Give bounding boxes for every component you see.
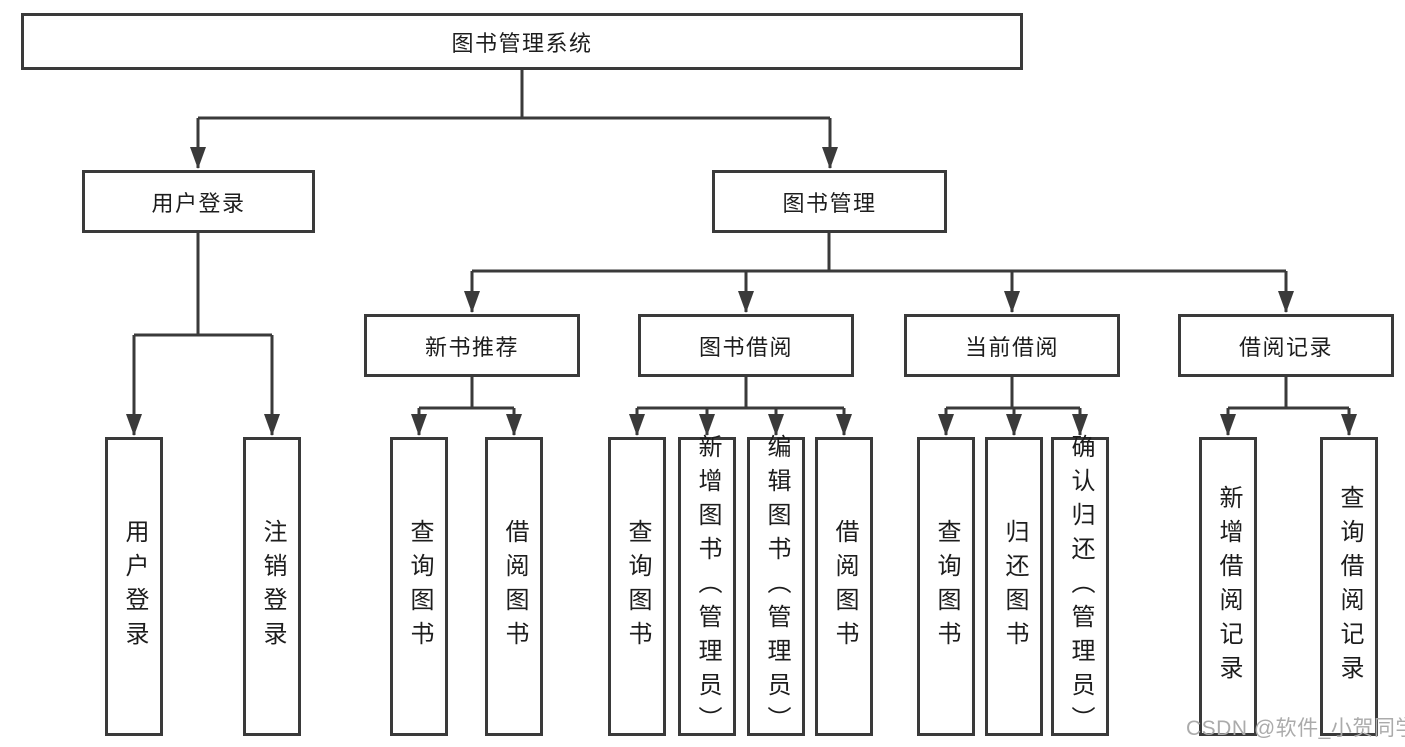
- leaf-borrow-books-2: 借阅图书: [815, 437, 873, 736]
- connector-book-borrowing-trunk: [637, 377, 844, 410]
- node-book-borrowing-label: 图书借阅: [698, 334, 793, 360]
- connector-new-book-recommend-trunk: [419, 377, 514, 410]
- node-borrowing-records: 借阅记录: [1178, 314, 1394, 377]
- leaf-borrow-books-2-label: 借阅图书: [831, 518, 858, 655]
- node-current-borrowing-label: 当前借阅: [964, 334, 1059, 360]
- node-book-borrowing: 图书借阅: [638, 314, 854, 377]
- node-book-management: 图书管理: [712, 170, 947, 233]
- node-user-login-label: 用户登录: [151, 190, 246, 216]
- leaf-add-borrow-record: 新增借阅记录: [1199, 437, 1257, 736]
- connector-book-management-trunk: [472, 233, 1286, 273]
- leaf-logout-label: 注销登录: [259, 518, 286, 655]
- leaf-add-books-admin: 新增图书（管理员）: [678, 434, 736, 740]
- leaf-edit-books-admin-label: 编辑图书（管理员）: [763, 433, 790, 740]
- leaf-query-books-2-label: 查询图书: [624, 518, 651, 655]
- connector-root-trunk: [198, 70, 830, 120]
- node-new-book-recommend: 新书推荐: [364, 314, 580, 377]
- leaf-edit-books-admin: 编辑图书（管理员）: [747, 434, 805, 740]
- leaf-confirm-return-admin-label: 确认归还（管理员）: [1067, 433, 1094, 740]
- leaf-query-books-3-label: 查询图书: [933, 518, 960, 655]
- connector-borrowing-records-trunk: [1228, 377, 1349, 410]
- leaf-query-borrow-record: 查询借阅记录: [1320, 437, 1378, 736]
- leaf-query-books-3: 查询图书: [917, 437, 975, 736]
- node-book-management-label: 图书管理: [782, 190, 877, 216]
- leaf-query-books-2: 查询图书: [608, 437, 666, 736]
- leaf-user-login-label: 用户登录: [121, 518, 148, 655]
- leaf-return-books: 归还图书: [985, 437, 1043, 736]
- node-current-borrowing: 当前借阅: [904, 314, 1120, 377]
- leaf-query-books-1: 查询图书: [390, 437, 448, 736]
- leaf-add-books-admin-label: 新增图书（管理员）: [694, 433, 721, 740]
- leaf-user-login: 用户登录: [105, 437, 163, 736]
- connector-current-borrowing-trunk: [946, 377, 1080, 410]
- connector-user-login-trunk: [134, 233, 272, 337]
- node-borrowing-records-label: 借阅记录: [1238, 334, 1333, 360]
- leaf-query-books-1-label: 查询图书: [406, 518, 433, 655]
- csdn-watermark: CSDN @软件_小贺同学: [1186, 717, 1405, 740]
- leaf-borrow-books-1-label: 借阅图书: [501, 518, 528, 655]
- leaf-add-borrow-record-label: 新增借阅记录: [1215, 484, 1242, 689]
- leaf-return-books-label: 归还图书: [1001, 518, 1028, 655]
- node-root-system: 图书管理系统: [21, 13, 1023, 70]
- node-user-login: 用户登录: [82, 170, 315, 233]
- node-root-system-label: 图书管理系统: [451, 30, 593, 56]
- leaf-borrow-books-1: 借阅图书: [485, 437, 543, 736]
- node-new-book-recommend-label: 新书推荐: [424, 334, 519, 360]
- leaf-confirm-return-admin: 确认归还（管理员）: [1051, 434, 1109, 740]
- leaf-logout: 注销登录: [243, 437, 301, 736]
- leaf-query-borrow-record-label: 查询借阅记录: [1336, 484, 1363, 689]
